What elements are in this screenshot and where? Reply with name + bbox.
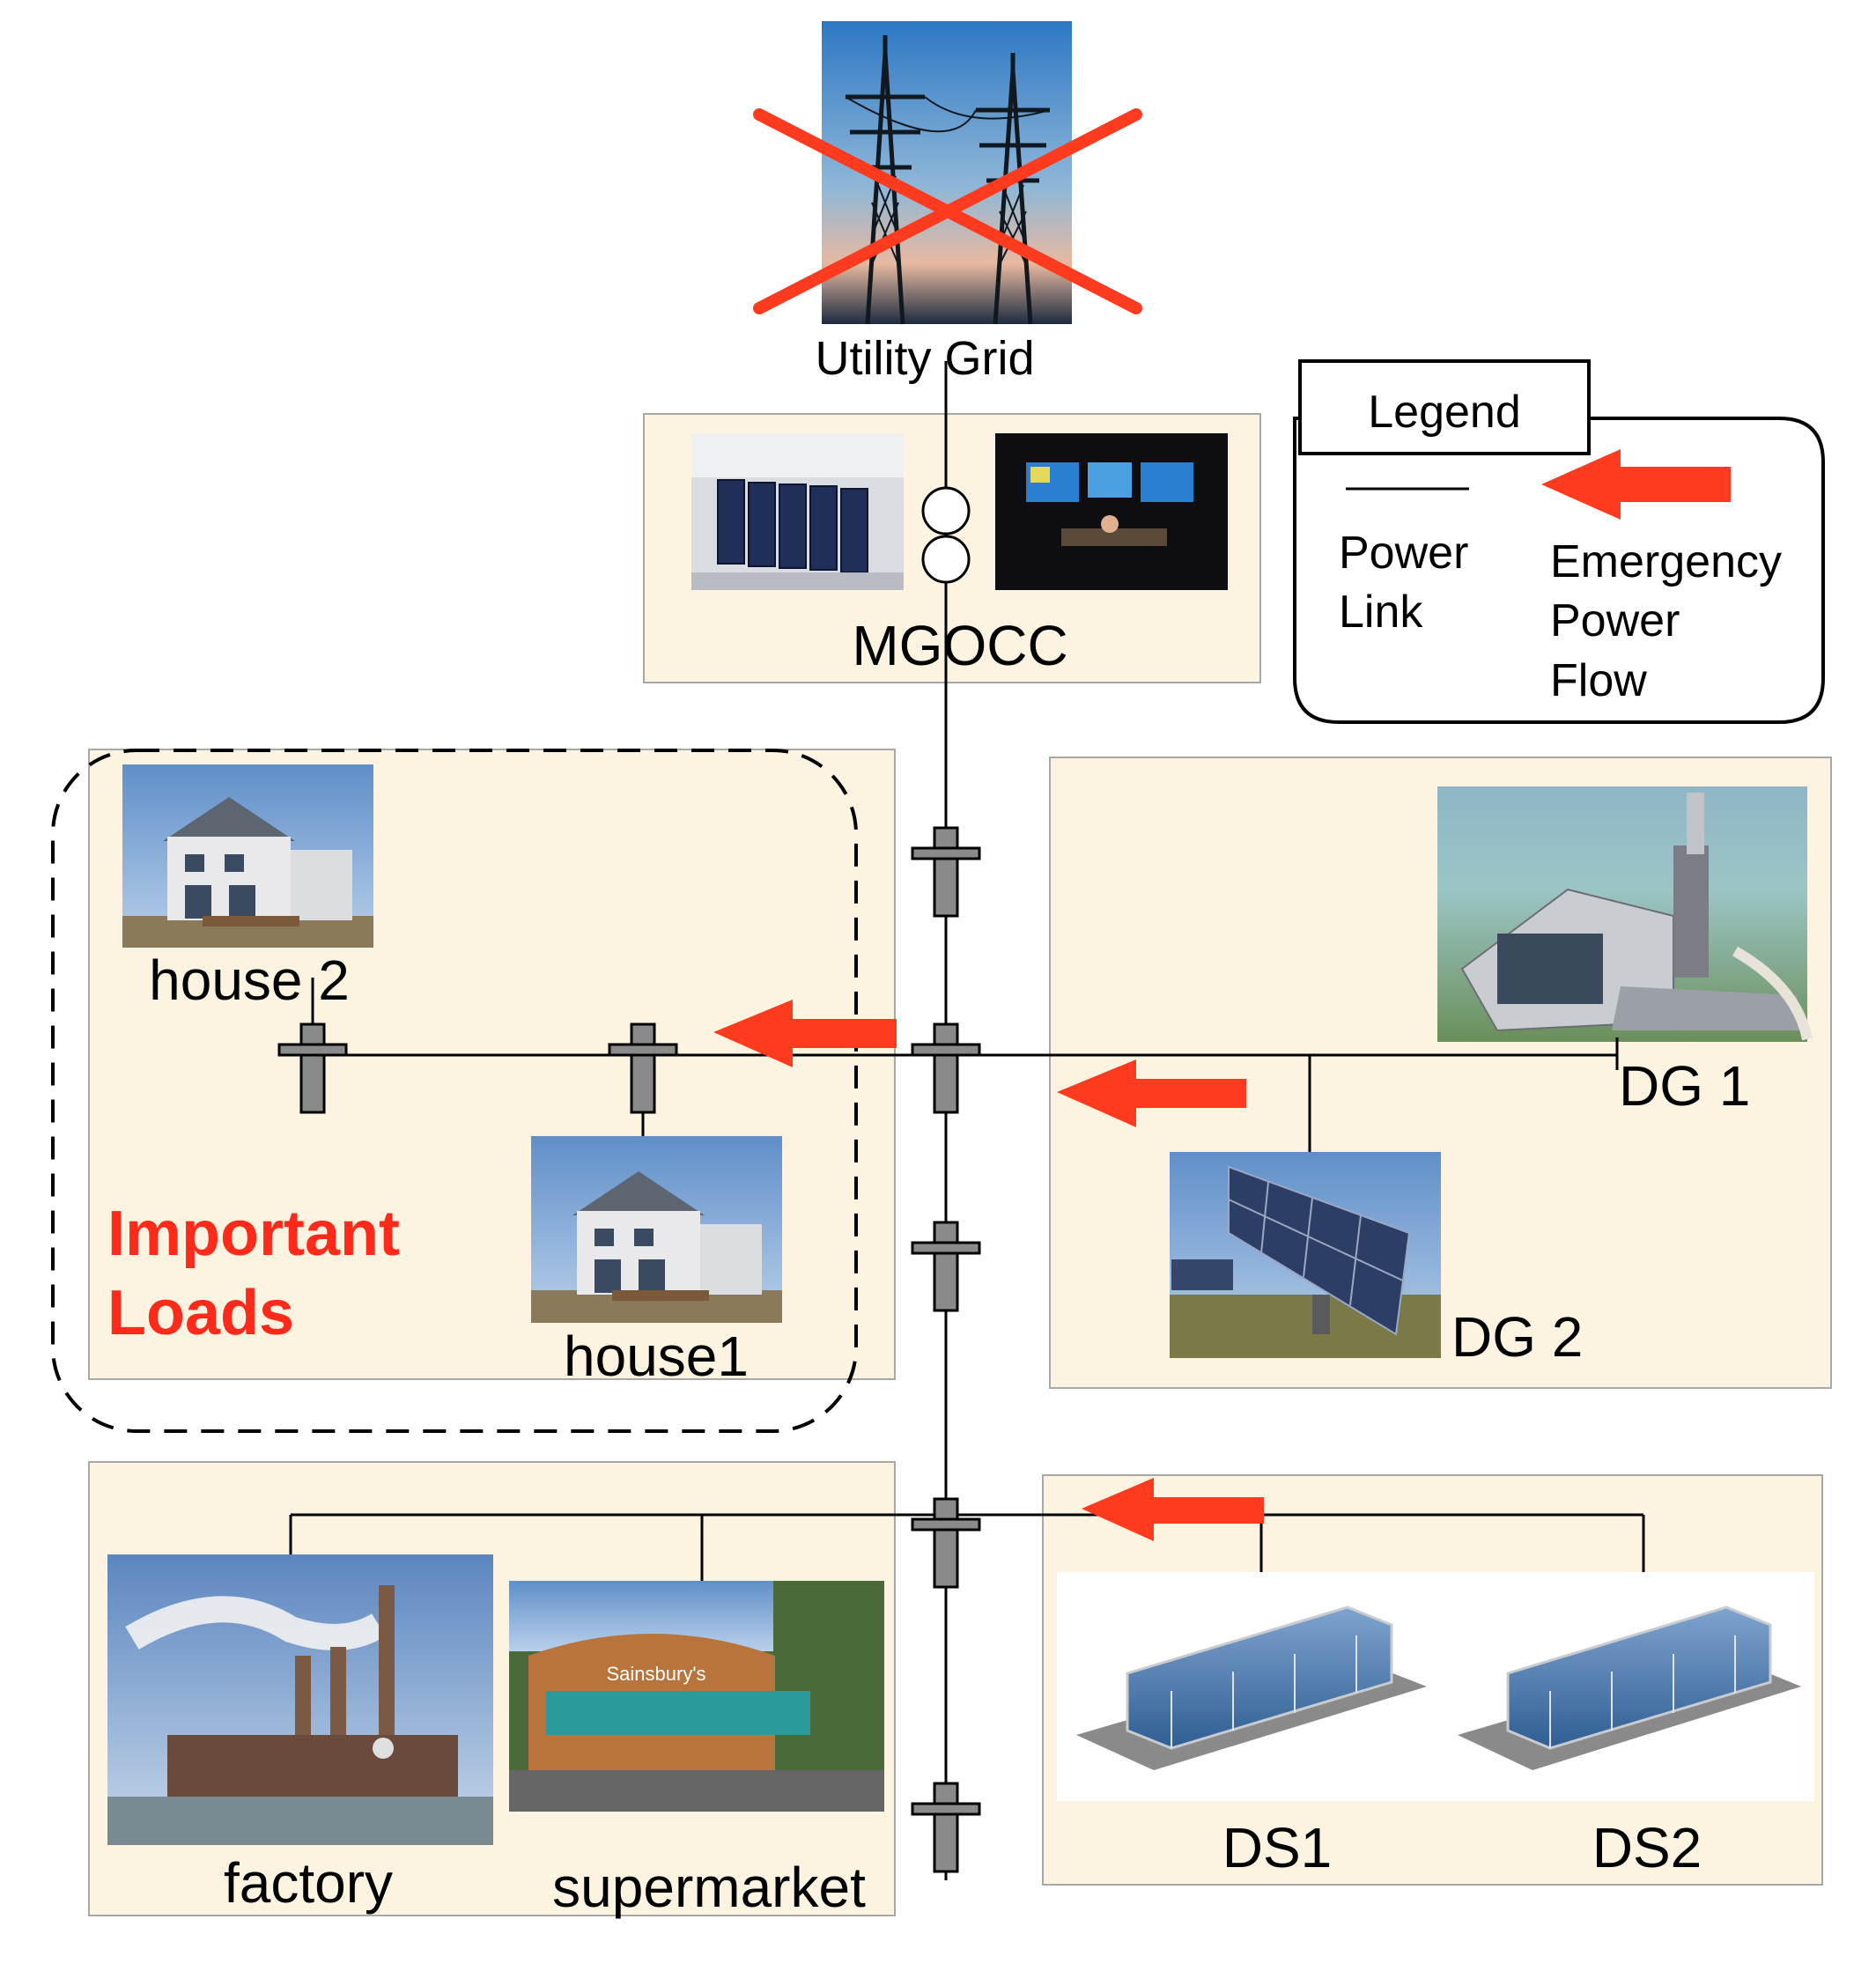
- ds2-battery-container-image: [1458, 1606, 1801, 1770]
- house1-image: [531, 1136, 782, 1323]
- legend-power-link-label: Power Link: [1339, 528, 1481, 638]
- legend-emergency-arrow-icon: [1541, 449, 1731, 520]
- dg1-label: DG 1: [1619, 1054, 1750, 1118]
- emergency-arrow-to-loads: [713, 1000, 897, 1067]
- dg2-label: DG 2: [1451, 1305, 1583, 1369]
- control-room-image: [995, 433, 1228, 590]
- breaker-icon: [608, 1022, 678, 1114]
- important-loads-label: Important Loads: [107, 1199, 417, 1348]
- ds1-label: DS1: [1222, 1816, 1333, 1879]
- breaker-icon: [911, 1221, 981, 1312]
- transformer-icon: [921, 486, 971, 584]
- important-loads-boundary: [51, 749, 858, 1433]
- supermarket-image: Sainsbury's: [509, 1581, 884, 1812]
- emergency-arrow-from-storage: [1082, 1478, 1264, 1541]
- dg1-gas-plant-image: [1437, 786, 1813, 1042]
- house2-label: house 2: [149, 949, 350, 1012]
- emergency-arrow-from-generation: [1057, 1059, 1246, 1127]
- emergency-power-flow-arrows: [713, 1000, 1264, 1541]
- factory-image: [107, 1554, 493, 1845]
- supermarket-label: supermarket: [552, 1856, 866, 1919]
- breaker-icon: [911, 826, 981, 918]
- utility-grid-label: Utility Grid: [815, 332, 1034, 385]
- breaker-icon: [911, 1782, 981, 1873]
- legend-title: Legend: [1368, 387, 1521, 438]
- house1-label: house1: [564, 1325, 749, 1388]
- breaker-icon: [911, 1022, 981, 1114]
- factory-label: factory: [224, 1851, 393, 1915]
- legend-title-box: [1298, 359, 1591, 455]
- ds1-battery-container-image: [1076, 1606, 1427, 1770]
- mgocc-label: MGOCC: [852, 614, 1067, 677]
- ds2-label: DS2: [1592, 1816, 1702, 1879]
- server-room-image: [691, 433, 904, 590]
- grid-disconnected-cross-icon: [753, 108, 1142, 314]
- svg-text:Sainsbury's: Sainsbury's: [606, 1663, 705, 1685]
- legend-emergency-label: Emergency Power Flow: [1550, 536, 1794, 706]
- house2-image: [122, 764, 373, 948]
- breaker-icon: [911, 1497, 981, 1589]
- breaker-icon: [277, 1022, 348, 1114]
- circuit-breakers: [277, 826, 981, 1873]
- dg2-solar-panel-image: [1170, 1152, 1441, 1358]
